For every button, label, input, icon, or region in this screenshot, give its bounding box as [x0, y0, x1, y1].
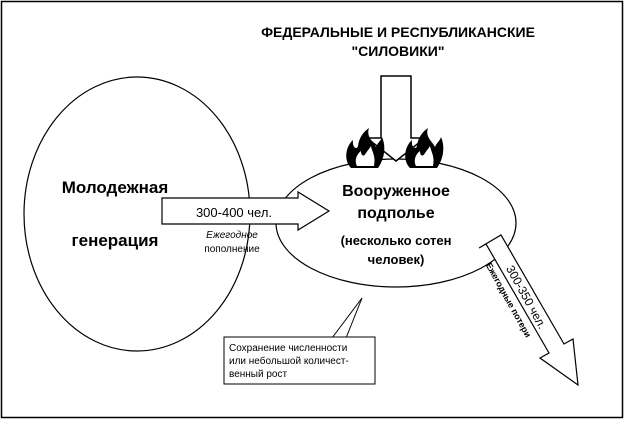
callout-pointer-right: [345, 297, 363, 339]
flame-icon-left: [346, 128, 385, 168]
armed-underground-line2: подполье: [357, 205, 434, 222]
armed-underground-oval: [275, 158, 517, 288]
flame-icon-right: [405, 128, 444, 168]
outflow-arrow: [478, 234, 579, 387]
armed-underground-line4: человек): [368, 252, 425, 267]
callout-line3: венный рост: [229, 369, 287, 380]
callout-pointer-left: [331, 297, 363, 339]
inflow-caption-line1: Ежегодное: [206, 230, 258, 241]
youth-generation-line1: Молодежная: [62, 178, 169, 197]
inflow-caption-line2: пополнение: [204, 244, 260, 255]
inflow-arrow: [161, 190, 331, 232]
armed-underground-line3: (несколько сотен: [341, 233, 452, 248]
armed-underground-line1: Вооруженное: [342, 183, 450, 200]
top-label-line2: "СИЛОВИКИ": [352, 43, 445, 59]
callout-box: [223, 336, 376, 385]
callout-line1: Сохранение численности: [229, 343, 347, 354]
callout-line2: или небольшой количест-: [229, 355, 349, 367]
top-label-line1: ФЕДЕРАЛЬНЫЕ И РЕСПУБЛИКАНСКИЕ: [261, 24, 535, 40]
youth-generation-line2: генерация: [72, 231, 159, 250]
inflow-value: 300-400 чел.: [196, 205, 272, 220]
